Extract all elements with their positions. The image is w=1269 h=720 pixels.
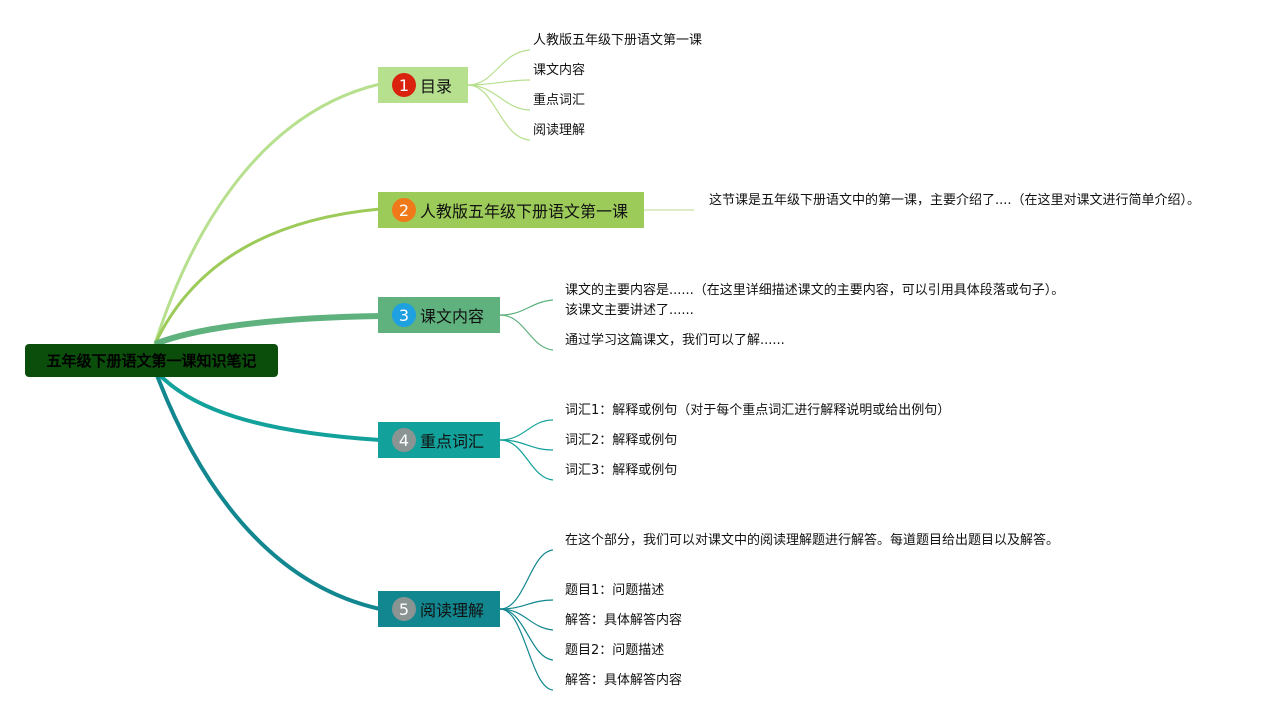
branch-label-2: 人教版五年级下册语文第一课: [420, 202, 629, 221]
leaf-2-1[interactable]: 这节课是五年级下册语文中的第一课，主要介绍了....（在这里对课文进行简单介绍）…: [709, 193, 1201, 208]
leaf-1-3[interactable]: 重点词汇: [533, 93, 586, 108]
branch-node-4[interactable]: 4 重点词汇: [378, 422, 500, 458]
connector-root-branch-4: [153, 368, 381, 442]
branch-3-leaf-connectors: [499, 299, 554, 351]
branch-label-3: 课文内容: [420, 307, 485, 326]
connector-root-branch-5: [153, 369, 381, 611]
leaf-4-1[interactable]: 词汇1：解释或例句（对于每个重点词汇进行解释说明或给出例句）: [565, 403, 951, 418]
branch-node-5[interactable]: 5 阅读理解: [378, 591, 500, 627]
leaf-1-1[interactable]: 人教版五年级下册语文第一课: [533, 33, 703, 48]
leaf-5-2[interactable]: 题目1：问题描述: [565, 583, 665, 598]
root-node[interactable]: 五年级下册语文第一课知识笔记: [25, 344, 278, 377]
connector-root-branch-1: [153, 82, 381, 345]
branch-label-1: 目录: [420, 77, 453, 96]
connector-root-branch-2: [153, 207, 381, 345]
leaf-3-1[interactable]: 课文的主要内容是......（在这里详细描述课文的主要内容，可以引用具体段落或句…: [565, 283, 1065, 318]
leaf-4-2[interactable]: 词汇2：解释或例句: [565, 433, 678, 448]
branch-node-2[interactable]: 2 人教版五年级下册语文第一课: [378, 192, 644, 228]
leaf-5-5[interactable]: 解答：具体解答内容: [565, 673, 683, 688]
number-5-icon: 5: [392, 597, 416, 621]
leaf-3-2[interactable]: 通过学习这篇课文，我们可以了解......: [565, 333, 785, 348]
number-4-icon: 4: [392, 428, 416, 452]
root-label: 五年级下册语文第一课知识笔记: [46, 352, 257, 370]
number-3-icon: 3: [392, 303, 416, 327]
branch-4-leaf-connectors: [499, 419, 554, 481]
branch-label-4: 重点词汇: [420, 432, 485, 451]
branch-1-leaf-connectors: [467, 49, 531, 141]
leaf-1-4[interactable]: 阅读理解: [533, 123, 586, 138]
leaf-4-3[interactable]: 词汇3：解释或例句: [565, 463, 678, 478]
leaf-1-2[interactable]: 课文内容: [533, 63, 586, 78]
branch-node-3[interactable]: 3 课文内容: [378, 297, 500, 333]
branch-label-5: 阅读理解: [420, 601, 485, 620]
leaf-5-3[interactable]: 解答：具体解答内容: [565, 613, 683, 628]
branch-5-leaf-connectors: [499, 549, 554, 691]
leaf-5-1[interactable]: 在这个部分，我们可以对课文中的阅读理解题进行解答。每道题目给出题目以及解答。: [565, 533, 1060, 548]
number-1-icon: 1: [392, 73, 416, 97]
branch-node-1[interactable]: 1 目录: [378, 67, 468, 103]
connector-root-branch-3: [153, 313, 381, 347]
leaf-5-4[interactable]: 题目2：问题描述: [565, 643, 665, 658]
number-2-icon: 2: [392, 198, 416, 222]
